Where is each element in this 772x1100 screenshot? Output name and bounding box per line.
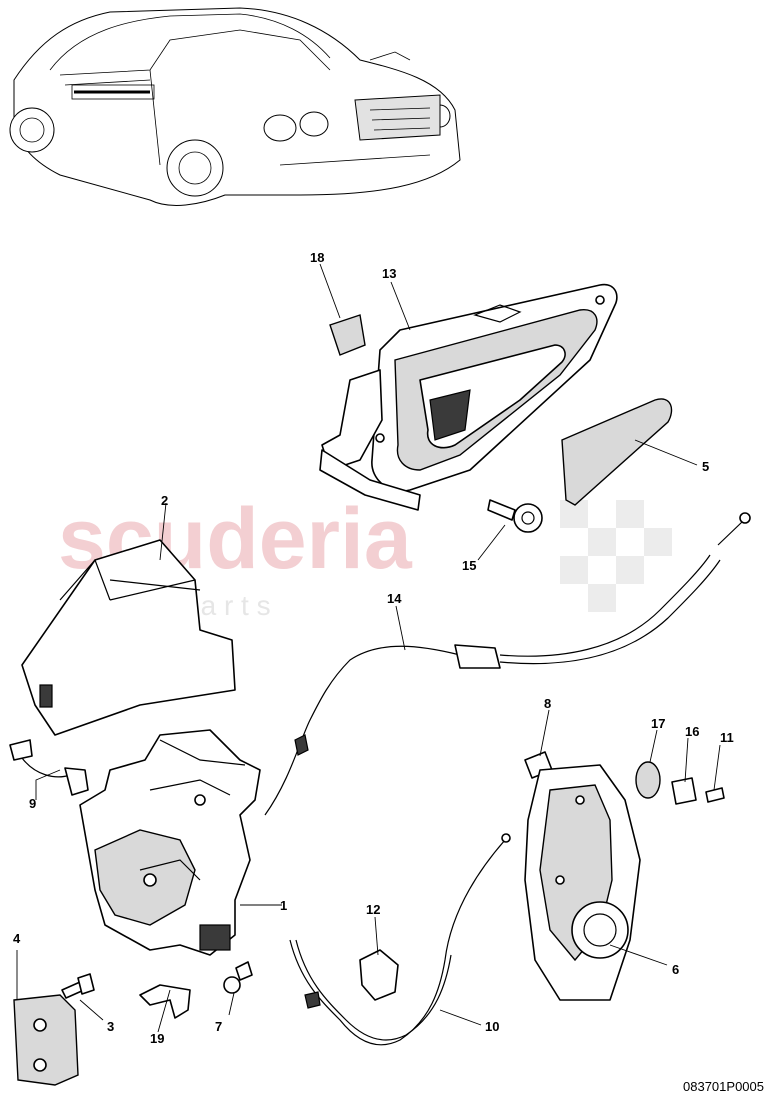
callout-14: 14	[387, 591, 402, 606]
part-17-spacer	[635, 761, 661, 799]
part-15-screw	[487, 499, 543, 533]
part-2-cover	[21, 539, 236, 736]
callout-8: 8	[544, 696, 551, 711]
callout-9: 9	[29, 796, 36, 811]
callout-7: 7	[215, 1019, 222, 1034]
callout-11: 11	[720, 730, 734, 745]
part-12-clip	[359, 949, 399, 1001]
checkered-flag-icon	[560, 500, 672, 612]
part-9-connector	[9, 739, 89, 796]
callout-labels: 1 2 3 4 5 6 7 8 9 10 11 12 13 14 15 16 1…	[13, 250, 734, 1046]
callout-18: 18	[310, 250, 324, 265]
part-1-door-lock	[79, 729, 261, 956]
car-illustration	[9, 7, 461, 206]
part-19-clip	[139, 984, 191, 1019]
callout-3: 3	[107, 1019, 114, 1034]
callout-1: 1	[280, 898, 287, 913]
leader-lines	[16, 263, 721, 1033]
part-5-trim-plate	[561, 398, 673, 506]
part-10-cable	[289, 833, 511, 1046]
part-11-bolt	[705, 787, 725, 803]
callout-6: 6	[672, 962, 679, 977]
callout-12: 12	[366, 902, 380, 917]
part-3-screw	[61, 973, 95, 999]
part-18-pad	[329, 314, 366, 356]
callout-13: 13	[382, 266, 396, 281]
callout-16: 16	[685, 724, 699, 739]
part-7-screw	[223, 961, 253, 994]
part-13-door-handle-housing	[319, 283, 618, 511]
drawing-code: 083701P0005	[683, 1079, 764, 1094]
callout-2: 2	[161, 493, 168, 508]
callout-10: 10	[485, 1019, 499, 1034]
callout-5: 5	[702, 459, 709, 474]
callout-15: 15	[462, 558, 476, 573]
part-14-cable	[264, 512, 751, 816]
part-6-actuator	[524, 764, 641, 1001]
callout-17: 17	[651, 716, 665, 731]
part-4-cover-plate	[13, 994, 79, 1086]
callout-4: 4	[13, 931, 21, 946]
callout-19: 19	[150, 1031, 164, 1046]
part-16-sleeve	[671, 777, 697, 805]
